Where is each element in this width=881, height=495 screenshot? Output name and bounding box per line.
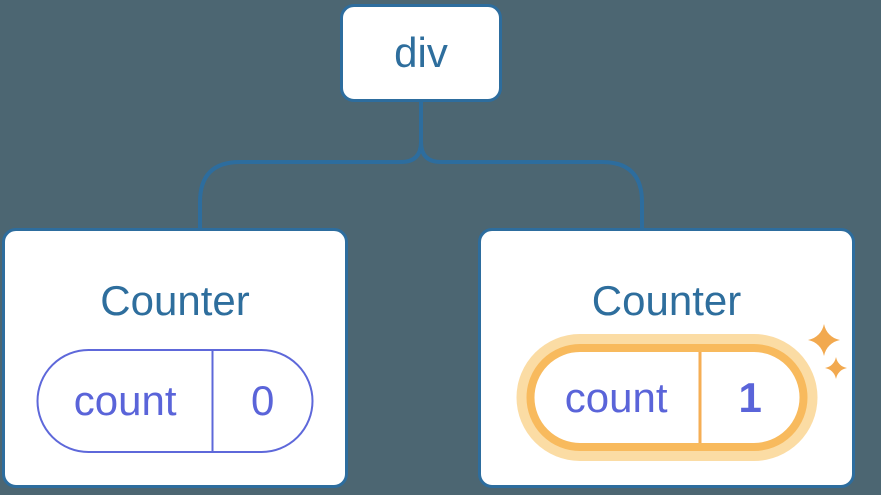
connector-right-branch xyxy=(419,101,644,229)
connector-left-branch xyxy=(198,101,423,229)
state-value: 1 xyxy=(738,373,762,421)
state-pill-highlight-halo: count 1 xyxy=(516,334,817,461)
counter-card-right: Counter count 1 xyxy=(478,228,855,488)
root-node-div: div xyxy=(340,4,502,102)
state-pill-highlighted: count 1 xyxy=(526,344,807,451)
counter-title: Counter xyxy=(591,277,742,324)
sparkles-icon xyxy=(808,324,847,379)
counter-card-left: Counter count 0 xyxy=(2,228,348,488)
counter-title: Counter xyxy=(100,277,250,324)
state-key-label: count xyxy=(39,351,214,451)
sparkle-large-icon xyxy=(808,324,840,356)
sparkle-small-icon xyxy=(825,357,847,379)
state-pill: count 0 xyxy=(36,349,314,453)
state-value: 0 xyxy=(250,377,275,424)
state-key-label: count xyxy=(534,352,702,443)
root-node-label: div xyxy=(394,29,448,76)
